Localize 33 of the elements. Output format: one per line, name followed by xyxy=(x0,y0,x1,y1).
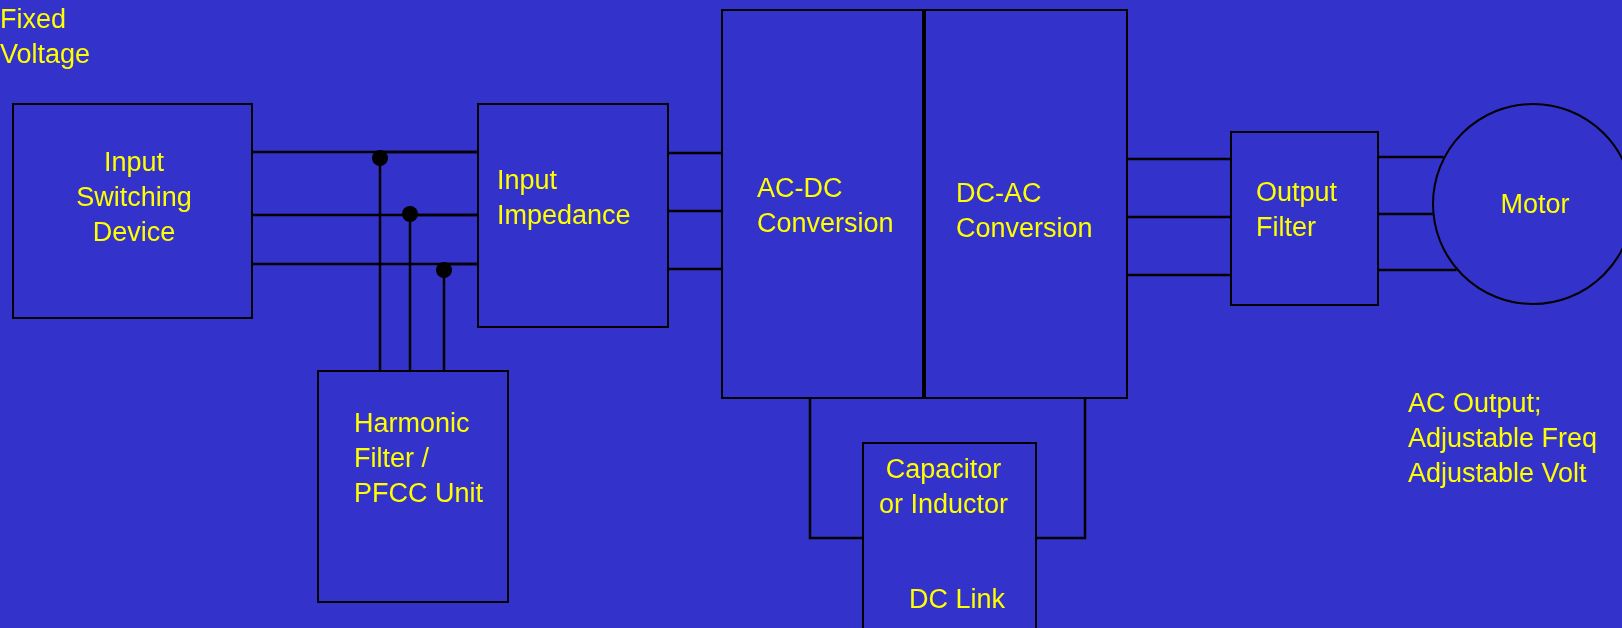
block-box xyxy=(1230,131,1379,306)
note-text: AC Output; Adjustable Freq Adjustable Volt xyxy=(1408,387,1599,491)
motor-circle xyxy=(1432,103,1622,305)
connector-line xyxy=(1379,268,1457,272)
block-label: AC-DC Conversion xyxy=(757,172,895,241)
connector-line xyxy=(1128,215,1230,219)
block-label: DC Link xyxy=(908,583,1006,616)
connector-line xyxy=(669,267,721,271)
block-box xyxy=(477,103,669,328)
connector-line xyxy=(669,151,721,155)
connector-line xyxy=(669,209,721,213)
block-box xyxy=(317,370,509,603)
connector-line xyxy=(442,262,477,370)
block-label: Input Switching Device xyxy=(75,146,193,250)
connector-line xyxy=(408,213,477,370)
block-label: Output Filter xyxy=(1256,176,1339,245)
block-box xyxy=(862,442,1037,628)
block-box xyxy=(721,9,924,399)
connector-line xyxy=(808,399,862,540)
connector-line xyxy=(378,150,477,370)
block-label: Harmonic Filter / PFCC Unit xyxy=(354,407,484,511)
block-box xyxy=(12,103,253,319)
block-label: Motor xyxy=(1499,188,1571,221)
connector-line xyxy=(1037,399,1087,540)
block-box xyxy=(924,9,1128,399)
connector-line xyxy=(1128,273,1230,277)
block-label: Capacitor or Inductor xyxy=(877,453,1010,522)
connector-line xyxy=(1128,157,1230,161)
connector-line xyxy=(1379,212,1433,216)
note-text: Fixed Voltage xyxy=(0,3,92,72)
block-label: Input Impedance xyxy=(497,164,632,233)
connector-line xyxy=(1379,155,1444,159)
block-label: DC-AC Conversion xyxy=(956,177,1094,246)
